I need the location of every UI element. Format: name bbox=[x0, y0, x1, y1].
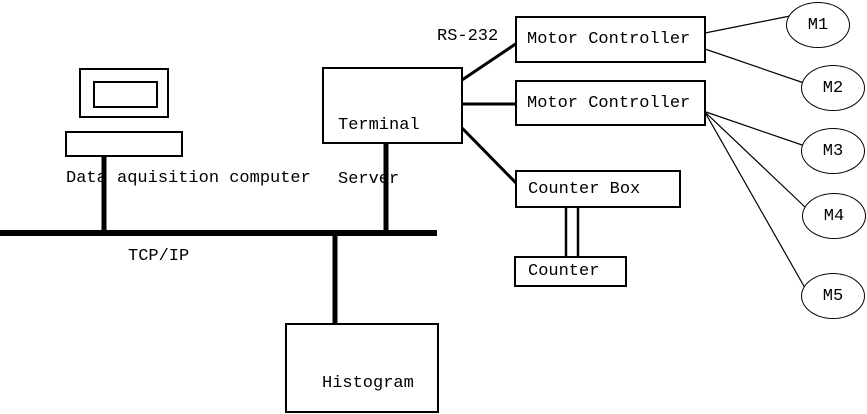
mc1-to-m2-line bbox=[704, 48, 805, 84]
rs-232-label: RS-232 bbox=[437, 27, 499, 46]
histogram-memory-label-line1: Histogram bbox=[322, 374, 414, 393]
motor-m5-ellipse: M5 bbox=[801, 273, 865, 319]
counter-box-label: Counter Box bbox=[528, 179, 641, 199]
motor-m2-label: M2 bbox=[822, 78, 844, 98]
terminal-server-label-line1: Terminal bbox=[338, 116, 420, 135]
motor-m2-ellipse: M2 bbox=[801, 65, 865, 111]
computer-keyboard-icon bbox=[65, 131, 183, 157]
motor-m1-ellipse: M1 bbox=[786, 2, 850, 48]
motor-m4-label: M4 bbox=[823, 206, 845, 226]
histogram-memory-box: Histogram Memory bbox=[285, 323, 439, 413]
motor-m3-ellipse: M3 bbox=[801, 128, 865, 174]
motor-controller-1-box: Motor Controller bbox=[515, 16, 706, 63]
mc1-to-m1-line bbox=[704, 15, 791, 34]
ts-to-motor-controller-1-line bbox=[461, 41, 518, 82]
motor-m4-ellipse: M4 bbox=[802, 193, 866, 239]
mc2-to-m3-line bbox=[705, 111, 806, 147]
terminal-server-box: Terminal Server bbox=[322, 67, 463, 189]
mc2-to-m4-line bbox=[705, 112, 806, 208]
mc2-to-m5-line bbox=[705, 113, 806, 289]
motor-m3-label: M3 bbox=[822, 141, 844, 161]
computer-monitor-icon bbox=[79, 68, 169, 118]
ts-to-counter-box-line bbox=[460, 126, 520, 187]
counter-box-box: Counter Box bbox=[515, 170, 681, 208]
motor-controller-2-box: Motor Controller bbox=[515, 80, 706, 126]
data-acquisition-computer-label: Data aquisition computer bbox=[66, 169, 311, 188]
motor-controller-1-label: Motor Controller bbox=[527, 30, 691, 49]
motor-m5-label: M5 bbox=[822, 286, 844, 306]
terminal-server-label-line2: Server bbox=[338, 170, 400, 189]
motor-controller-2-label: Motor Controller bbox=[527, 93, 691, 113]
tcp-ip-label: TCP/IP bbox=[128, 247, 190, 266]
computer-screen-icon bbox=[93, 81, 158, 108]
counter-label: Counter bbox=[528, 262, 600, 281]
motor-m1-label: M1 bbox=[807, 15, 829, 35]
counter-box: Counter bbox=[514, 256, 627, 287]
